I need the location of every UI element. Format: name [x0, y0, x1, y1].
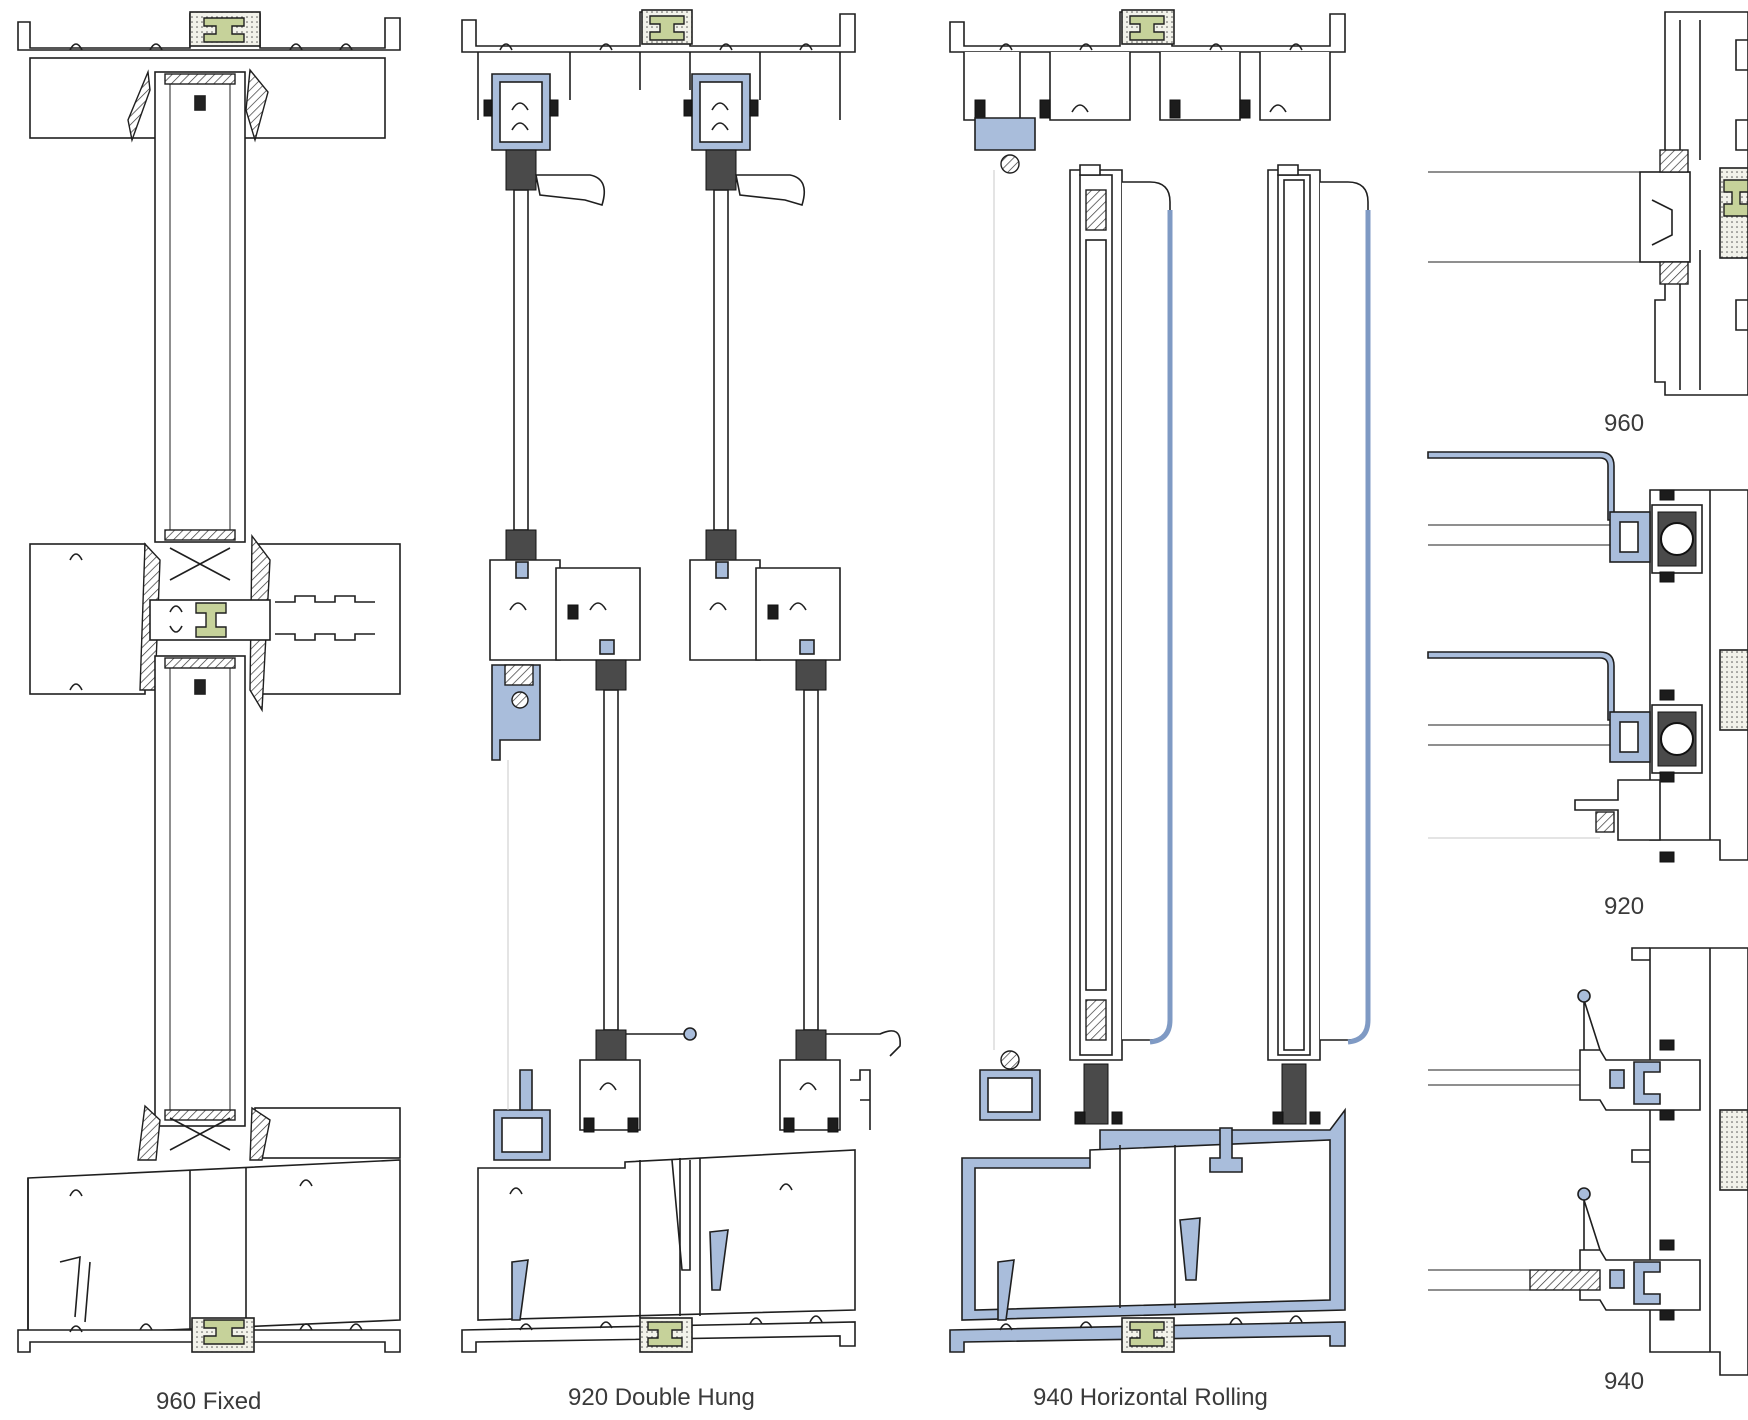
- section-940-horizontal-rolling: [949, 9, 1371, 1353]
- caption-plan-960: 960: [1604, 410, 1645, 437]
- plan-960: [1428, 11, 1748, 396]
- section-920-double-hung: [461, 9, 901, 1353]
- caption-940-horizontal-rolling: 940 Horizontal Rolling: [1033, 1384, 1268, 1411]
- caption-920-double-hung: 920 Double Hung: [568, 1384, 755, 1411]
- plan-940: [1428, 947, 1748, 1376]
- section-960-fixed: [17, 11, 401, 1353]
- caption-960-fixed: 960 Fixed: [156, 1388, 262, 1415]
- caption-plan-940: 940: [1604, 1368, 1645, 1395]
- plan-920: [1427, 451, 1748, 863]
- caption-plan-920: 920: [1604, 893, 1645, 920]
